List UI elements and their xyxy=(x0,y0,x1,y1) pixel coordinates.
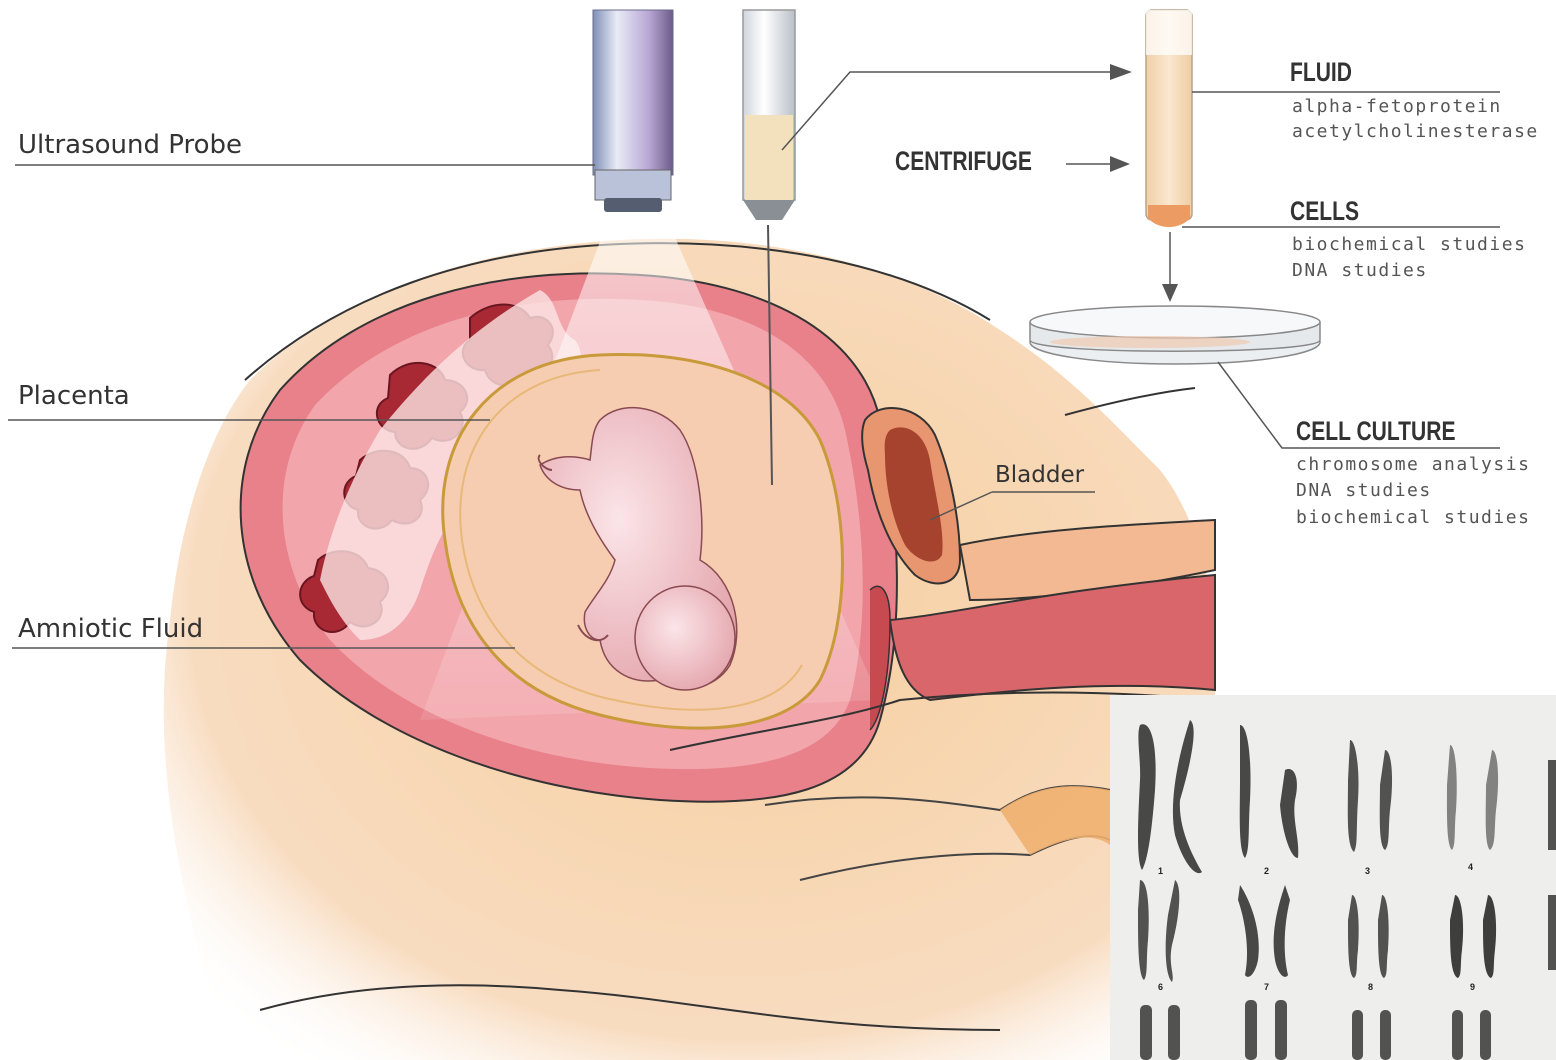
label-placenta: Placenta xyxy=(18,381,130,411)
fluid-item-1: alpha-fetoprotein xyxy=(1292,94,1502,120)
cell-culture-item-1: chromosome analysis xyxy=(1296,452,1530,478)
fluid-item-2: acetylcholinesterase xyxy=(1292,119,1539,145)
label-ultrasound-probe: Ultrasound Probe xyxy=(18,130,242,160)
label-bladder: Bladder xyxy=(995,462,1084,488)
cells-item-1: biochemical studies xyxy=(1292,232,1526,258)
cell-culture-title: CELL CULTURE xyxy=(1296,416,1456,447)
karyotype-number: 9 xyxy=(1470,982,1475,992)
petri-dish xyxy=(1030,306,1320,364)
label-amniotic-fluid: Amniotic Fluid xyxy=(18,614,203,644)
label-centrifuge: CENTRIFUGE xyxy=(895,146,1032,177)
karyotype-number: 7 xyxy=(1264,982,1269,992)
fluid-title: FLUID xyxy=(1290,57,1352,88)
ultrasound-probe xyxy=(593,10,673,175)
karyotype-number: 2 xyxy=(1264,866,1269,876)
karyotype-photo xyxy=(1110,695,1556,1060)
cell-culture-item-3: biochemical studies xyxy=(1296,505,1530,531)
karyotype-number: 8 xyxy=(1368,982,1373,992)
cells-item-2: DNA studies xyxy=(1292,258,1428,284)
cells-title: CELLS xyxy=(1290,196,1359,227)
karyotype-number: 3 xyxy=(1365,866,1370,876)
cell-culture-item-2: DNA studies xyxy=(1296,478,1432,504)
karyotype-number: 1 xyxy=(1158,866,1163,876)
karyotype-number: 4 xyxy=(1468,862,1473,872)
karyotype-number: 6 xyxy=(1158,982,1163,992)
